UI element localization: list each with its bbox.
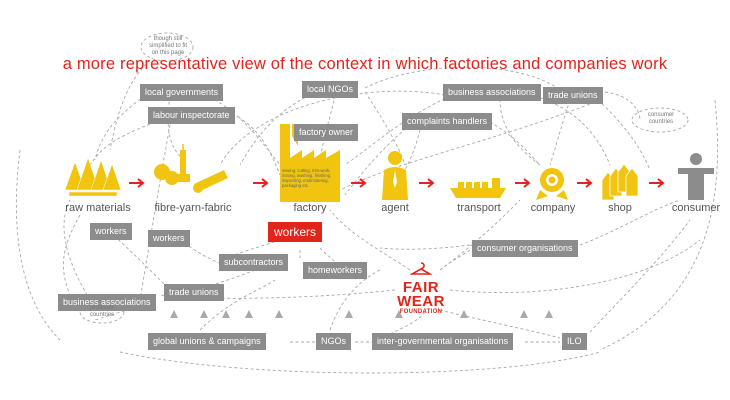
label-raw-materials: raw materials bbox=[65, 202, 131, 214]
note-producer-countries: producer countries bbox=[82, 305, 122, 319]
label-consumer: consumer bbox=[671, 202, 721, 214]
chain-arrow bbox=[419, 178, 435, 188]
box-homeworkers: homeworkers bbox=[303, 262, 368, 279]
fair-wear-foundation-logo: FAIR WEAR FOUNDATION bbox=[396, 262, 446, 316]
arrowhead bbox=[170, 310, 178, 318]
box-complaints-handlers: complaints handlers bbox=[402, 113, 493, 130]
chain-arrow bbox=[515, 178, 531, 188]
arrowhead bbox=[395, 310, 403, 318]
arrowhead bbox=[275, 310, 283, 318]
note-line: producer bbox=[90, 305, 114, 311]
chain-arrow bbox=[351, 178, 367, 188]
arrowhead bbox=[345, 310, 353, 318]
box-business-associations-top: business associations bbox=[443, 84, 541, 101]
box-intergovernmental: inter-governmental organisations bbox=[372, 333, 514, 350]
raw-materials-icon bbox=[64, 157, 122, 197]
label-agent: agent bbox=[381, 202, 409, 214]
box-business-associations-bottom: business associations bbox=[58, 294, 156, 311]
logo-text: WEAR bbox=[397, 293, 445, 310]
fibre-yarn-fabric-icon bbox=[154, 144, 228, 193]
diagram-title: a more representative view of the contex… bbox=[62, 55, 668, 73]
arrowhead bbox=[520, 310, 528, 318]
box-trade-unions-top: trade unions bbox=[543, 87, 603, 104]
box-ilo: ILO bbox=[562, 333, 587, 350]
arrowhead bbox=[245, 310, 253, 318]
agent-icon bbox=[382, 151, 408, 200]
label-factory: factory bbox=[293, 202, 327, 214]
label-transport: transport bbox=[457, 202, 501, 214]
chain-arrow bbox=[649, 178, 665, 188]
hanger-icon bbox=[408, 262, 434, 275]
box-consumer-organisations: consumer organisations bbox=[472, 240, 578, 257]
note-line: consumer bbox=[647, 112, 675, 118]
box-local-ngos: local NGOs bbox=[302, 81, 359, 98]
note-consumer-countries: consumer countries bbox=[642, 112, 680, 126]
note-line: though still bbox=[153, 36, 183, 42]
box-factory-owner: factory owner bbox=[294, 124, 359, 141]
box-trade-unions-bottom: trade unions bbox=[164, 284, 224, 301]
arrowhead bbox=[545, 310, 553, 318]
arrowhead bbox=[460, 310, 468, 318]
logo-text: FAIR bbox=[402, 279, 440, 296]
label-fibre-yarn-fabric: fibre-yarn-fabric bbox=[154, 202, 232, 214]
chain-arrow bbox=[129, 178, 145, 188]
company-icon bbox=[536, 168, 568, 200]
process-line: packaging etc. bbox=[282, 183, 310, 188]
arrowhead bbox=[222, 310, 230, 318]
note-line: simplified to fit bbox=[148, 43, 187, 49]
note-simplified: though still simplified to fit on this p… bbox=[144, 36, 192, 57]
process-line: ironing, washing, finishing, bbox=[282, 173, 332, 178]
box-labour-inspectorate: labour inspectorate bbox=[148, 107, 235, 124]
transport-icon bbox=[450, 178, 506, 198]
factory-processes: sewing, cutting, trim-work, ironing, was… bbox=[282, 168, 340, 188]
label-shop: shop bbox=[608, 202, 632, 214]
note-line: on this page bbox=[151, 50, 185, 56]
chain-arrow bbox=[253, 178, 269, 188]
chain-arrow bbox=[577, 178, 593, 188]
consumer-icon bbox=[678, 153, 714, 200]
process-line: inspecting, embroidering, bbox=[282, 178, 329, 183]
box-workers-raw: workers bbox=[90, 223, 132, 240]
label-company: company bbox=[530, 202, 576, 214]
note-line: countries bbox=[89, 312, 115, 318]
box-subcontractors: subcontractors bbox=[219, 254, 289, 271]
logo-text: FOUNDATION bbox=[399, 309, 443, 315]
arrowhead bbox=[200, 310, 208, 318]
box-workers-factory: workers bbox=[268, 222, 323, 242]
box-global-unions: global unions & campaigns bbox=[148, 333, 266, 350]
box-local-governments: local governments bbox=[140, 84, 224, 101]
box-ngos: NGOs bbox=[316, 333, 352, 350]
box-workers-fibre: workers bbox=[148, 230, 190, 247]
process-line: sewing, cutting, trim-work, bbox=[282, 168, 331, 173]
shop-icon bbox=[601, 163, 639, 201]
note-line: countries bbox=[648, 119, 674, 125]
